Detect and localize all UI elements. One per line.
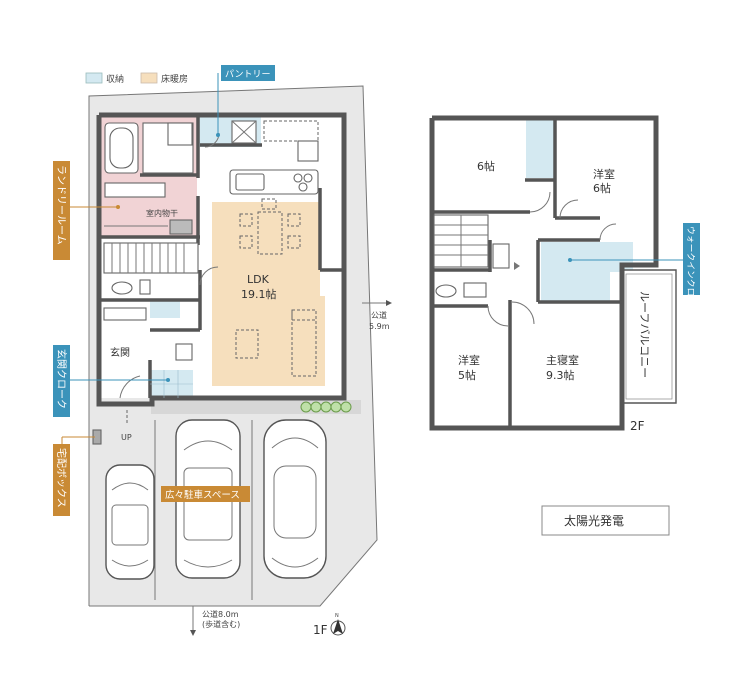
svg-text:N: N: [335, 613, 339, 619]
storage-under-stair: [150, 300, 180, 318]
parking-tag: [161, 486, 250, 502]
door-swing-room-a: [529, 191, 551, 213]
fridge-x2: [231, 120, 257, 144]
floor1-plan: 室内物干 LDK 19.1帖: [88, 85, 392, 637]
room-b-name: 洋室: [593, 167, 615, 181]
entrance-step: [175, 343, 193, 361]
laundry-leader-dot: [116, 205, 120, 209]
pantry-tag: [221, 65, 275, 81]
coffee-table: [235, 329, 259, 359]
stairs-2f: [433, 214, 489, 268]
hall-storage-2f: [492, 243, 510, 269]
stove-burner: [298, 182, 308, 192]
pantry-leader-dot: [216, 133, 220, 137]
kitchen-sink: [235, 173, 265, 191]
stove-burner: [303, 173, 313, 183]
door-swing-master: [511, 301, 535, 325]
floor1-label: 1F: [313, 623, 328, 637]
site-boundary: [88, 85, 378, 607]
tags: パントリー ランドリールーム 玄関クローク 宅配ボックス 広々駐車スペース ウォ…: [53, 65, 700, 516]
floor2-plan: 6帖 洋室 6帖 洋室 5帖 主寝室 9.3帖 2F: [429, 115, 677, 433]
delivery-box-tag: [53, 444, 70, 516]
laundry-room-tag: [53, 161, 70, 260]
door-swing-closet: [599, 223, 617, 241]
dining-chair: [239, 235, 253, 249]
legend-floor-heating-swatch: [140, 72, 158, 84]
stove-burner: [293, 173, 303, 183]
laundry-sink: [169, 219, 193, 235]
front-door-swing: [119, 375, 141, 399]
solar-box: 太陽光発電: [541, 505, 670, 536]
dishwasher: [297, 140, 319, 162]
door-swing-room-b: [559, 199, 579, 219]
legend: 収納 床暖房: [85, 72, 188, 85]
door-swing-room-c: [487, 305, 509, 327]
closet-leader-dot: [568, 258, 572, 262]
road-front-name: 公道8.0m: [202, 609, 239, 619]
entrance-cloak-tag: [53, 345, 70, 417]
toilet-1f: [111, 281, 133, 295]
dining-table: [257, 211, 283, 255]
toilet-sink-2f: [463, 282, 487, 298]
legend-floor-heating-label: 床暖房: [161, 73, 188, 85]
stairs-1f: [103, 242, 199, 274]
shoe-shelf: [103, 307, 147, 321]
entrance-label: 玄関: [110, 346, 130, 359]
room-b-size: 6帖: [593, 182, 611, 195]
dining-chair: [287, 213, 301, 227]
car-left: [105, 464, 155, 580]
floor2-label: 2F: [630, 419, 645, 433]
pantry-tag-text: パントリー: [225, 69, 270, 80]
walk-in-closet-tag: [683, 223, 700, 295]
road-side-name: 公道: [371, 310, 387, 320]
exterior-walls-1f: [96, 112, 347, 407]
parking-tag-text: 広々駐車スペース: [165, 489, 240, 501]
road-front-note: (歩道含む): [202, 619, 240, 629]
hall-arrow: [514, 262, 520, 270]
ldk-size: 19.1帖: [241, 288, 277, 301]
ldk-label: LDK: [247, 273, 270, 286]
roof-balcony-text: ルーフバルコニー: [638, 291, 651, 378]
laundry-counter: [104, 182, 166, 198]
entry-up-label: UP: [121, 433, 132, 442]
toilet-sink-1f: [139, 279, 151, 295]
bathtub-inner: [109, 127, 134, 169]
road-side-arrowhead: [386, 300, 392, 306]
dining-chair: [287, 235, 301, 249]
dining-chair: [261, 198, 277, 210]
cloak-leader-dot: [166, 378, 170, 382]
storage-room-a: [526, 120, 555, 178]
walk-in-closet-tag-text: ウォークインクローゼット: [685, 226, 697, 332]
ldk-door-swing: [199, 266, 219, 286]
legend-storage-swatch: [85, 72, 103, 84]
master-size: 9.3帖: [546, 369, 575, 382]
shrubs: [300, 401, 352, 413]
road-side-width: 5.9m: [369, 322, 390, 331]
room-c-size: 5帖: [458, 369, 476, 382]
cupboard: [263, 120, 319, 142]
room-a-size: 6帖: [477, 160, 495, 173]
exterior-walls-2f: [429, 115, 659, 431]
room-c-name: 洋室: [458, 353, 480, 367]
dining-chair: [239, 213, 253, 227]
entrance-cloak-tag-text: 玄関クローク: [55, 349, 68, 409]
washer: [167, 122, 193, 146]
north-arrow-icon: N: [330, 613, 346, 636]
walk-in-closet-area: [541, 242, 610, 302]
delivery-box-tag-text: 宅配ボックス: [55, 448, 68, 508]
cloak-tiles: [150, 370, 193, 398]
indoor-drying-label: 室内物干: [146, 208, 178, 218]
road-front-arrowhead: [190, 630, 196, 636]
solar-label: 太陽光発電: [564, 513, 624, 528]
toilet-2f: [435, 284, 457, 298]
roof-balcony-inner: [625, 273, 673, 400]
laundry-room-tag-text: ランドリールーム: [55, 165, 67, 245]
solar-box-frame: [541, 505, 670, 536]
master-name: 主寝室: [546, 353, 579, 367]
car-right: [263, 419, 327, 579]
legend-storage-label: 収納: [106, 73, 124, 85]
sofa-back: [291, 309, 317, 321]
